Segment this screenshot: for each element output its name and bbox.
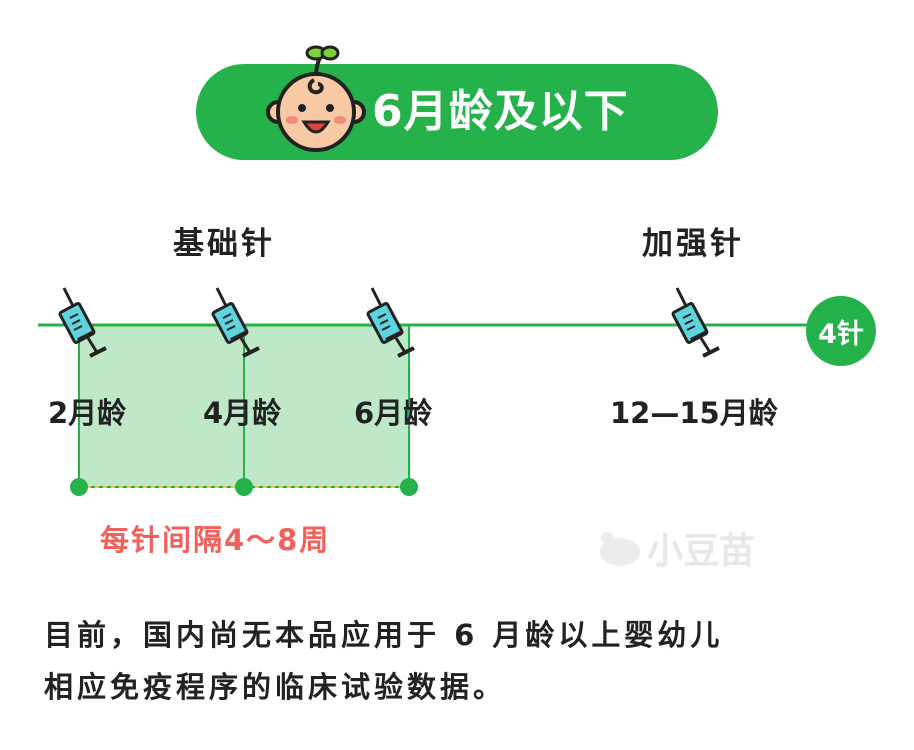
watermark: 小豆苗 bbox=[597, 522, 755, 574]
interval-dot bbox=[70, 478, 88, 496]
interval-dot bbox=[235, 478, 253, 496]
dose-count-badge: 4针 bbox=[806, 296, 876, 366]
dose-label-3: 6月龄 bbox=[354, 396, 433, 430]
watermark-logo-icon bbox=[600, 532, 640, 566]
page-title: 6月龄及以下 bbox=[372, 86, 629, 137]
baby-icon bbox=[266, 45, 366, 152]
note-line-2: 相应免疫程序的临床试验数据。 bbox=[44, 670, 507, 704]
syringe-icon bbox=[670, 286, 721, 358]
booster-dose-label: 加强针 bbox=[642, 226, 744, 262]
watermark-text: 小豆苗 bbox=[647, 531, 756, 572]
note-line-1: 目前，国内尚无本品应用于 6 月龄以上婴幼儿 bbox=[44, 618, 724, 652]
dose-label-1: 2月龄 bbox=[48, 396, 127, 430]
dose-label-2: 4月龄 bbox=[203, 396, 282, 430]
interval-box-2 bbox=[243, 324, 410, 488]
interval-label: 每针间隔4～8周 bbox=[100, 523, 331, 557]
dose-label-4: 12—15月龄 bbox=[610, 396, 778, 430]
interval-dot bbox=[400, 478, 418, 496]
basic-doses-label: 基础针 bbox=[173, 226, 275, 262]
interval-box-1 bbox=[78, 324, 245, 488]
